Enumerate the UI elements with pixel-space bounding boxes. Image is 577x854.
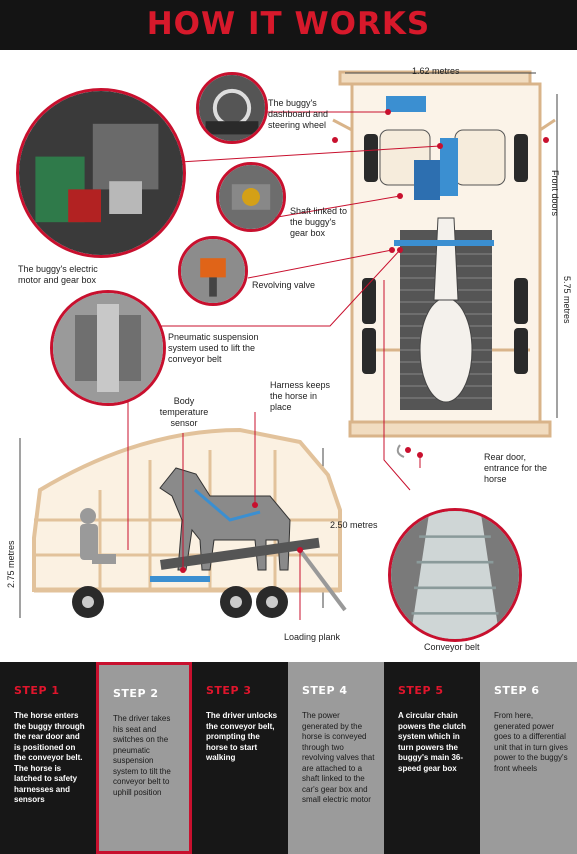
connector-dots: [180, 109, 549, 573]
dashboard-photo-circle: [196, 72, 268, 144]
step-3-card: STEP 3 The driver unlocks the conveyor b…: [192, 662, 288, 854]
horse-top-view: [419, 217, 473, 403]
length-dimension-label: 5.75 metres: [562, 276, 572, 324]
step-5-title: STEP 5: [398, 684, 444, 697]
width-dimension-label: 1.62 metres: [412, 66, 460, 76]
step-2-title: STEP 2: [113, 687, 159, 700]
header-bar: HOW IT WORKS: [0, 0, 577, 50]
rear-door-label: Rear door, entrance for the horse: [484, 452, 548, 484]
step-6-text: From here, generated power goes to a dif…: [494, 711, 568, 773]
height-dimension-label: 2.75 metres: [6, 540, 16, 588]
side-wheels: [72, 586, 288, 618]
diagram-svg: [19, 70, 558, 620]
motor-top: [414, 160, 440, 200]
harness-straps: [194, 488, 261, 522]
loading-plank-label: Loading plank: [284, 632, 341, 642]
step-2-text: The driver takes his seat and switches o…: [113, 714, 171, 797]
front-doors-label: Front doors: [550, 170, 560, 217]
step-2-card: STEP 2 The driver takes his seat and swi…: [96, 662, 192, 854]
shaft-top: [394, 240, 494, 246]
step-3-text: The driver unlocks the conveyor belt, pr…: [206, 711, 278, 762]
pneumatic-photo-circle: [50, 290, 166, 406]
motor-photo-circle: [16, 88, 186, 258]
valve-label: Revolving valve: [252, 280, 316, 290]
harness-label: Harness keeps the horse in place: [270, 380, 331, 412]
shaft-side: [150, 576, 210, 582]
conveyor-photo-circle: [388, 508, 522, 642]
pneumatic-label: Pneumatic suspension system used to lift…: [168, 332, 259, 364]
steps-panel: STEP 1 The horse enters the buggy throug…: [0, 662, 577, 854]
connector-lines: [127, 111, 441, 620]
door-arrow: [396, 444, 405, 458]
step-6-title: STEP 6: [494, 684, 540, 697]
valve-photo-circle: [178, 236, 248, 306]
conveyor-side: [159, 537, 320, 570]
motor-label: The buggy's electric motor and gear box: [18, 264, 98, 285]
driver-figure: [80, 508, 116, 564]
dashboard-unit: [386, 96, 426, 112]
shaft-label: Shaft linked to the buggy's gear box: [290, 206, 348, 238]
step-4-text: The power generated by the horse is conv…: [302, 711, 375, 804]
step-1-text: The horse enters the buggy through the r…: [14, 711, 85, 804]
step-3-title: STEP 3: [206, 684, 252, 697]
step-1-card: STEP 1 The horse enters the buggy throug…: [0, 662, 96, 854]
step-5-text: A circular chain powers the clutch syste…: [398, 711, 467, 773]
step-1-title: STEP 1: [14, 684, 60, 697]
top-wheels: [362, 134, 528, 374]
page-title: HOW IT WORKS: [146, 6, 431, 42]
dashboard-label: The buggy's dashboard and steering wheel: [268, 98, 329, 130]
step-5-card: STEP 5 A circular chain powers the clutc…: [384, 662, 480, 854]
side-height-label: 2.50 metres: [330, 520, 378, 530]
shaft-photo-circle: [216, 162, 286, 232]
step-4-card: STEP 4 The power generated by the horse …: [288, 662, 384, 854]
loading-plank: [298, 548, 347, 612]
step-6-card: STEP 6 From here, generated power goes t…: [480, 662, 577, 854]
diagram-area: 1.62 metres The buggy's dashboard and st…: [0, 50, 577, 662]
gearbox-top: [440, 138, 458, 196]
conveyor-belt-label: Conveyor belt: [424, 642, 480, 652]
body-temperature-label: Body temperature sensor: [159, 396, 209, 428]
seat-right: [454, 129, 506, 186]
step-4-title: STEP 4: [302, 684, 348, 697]
